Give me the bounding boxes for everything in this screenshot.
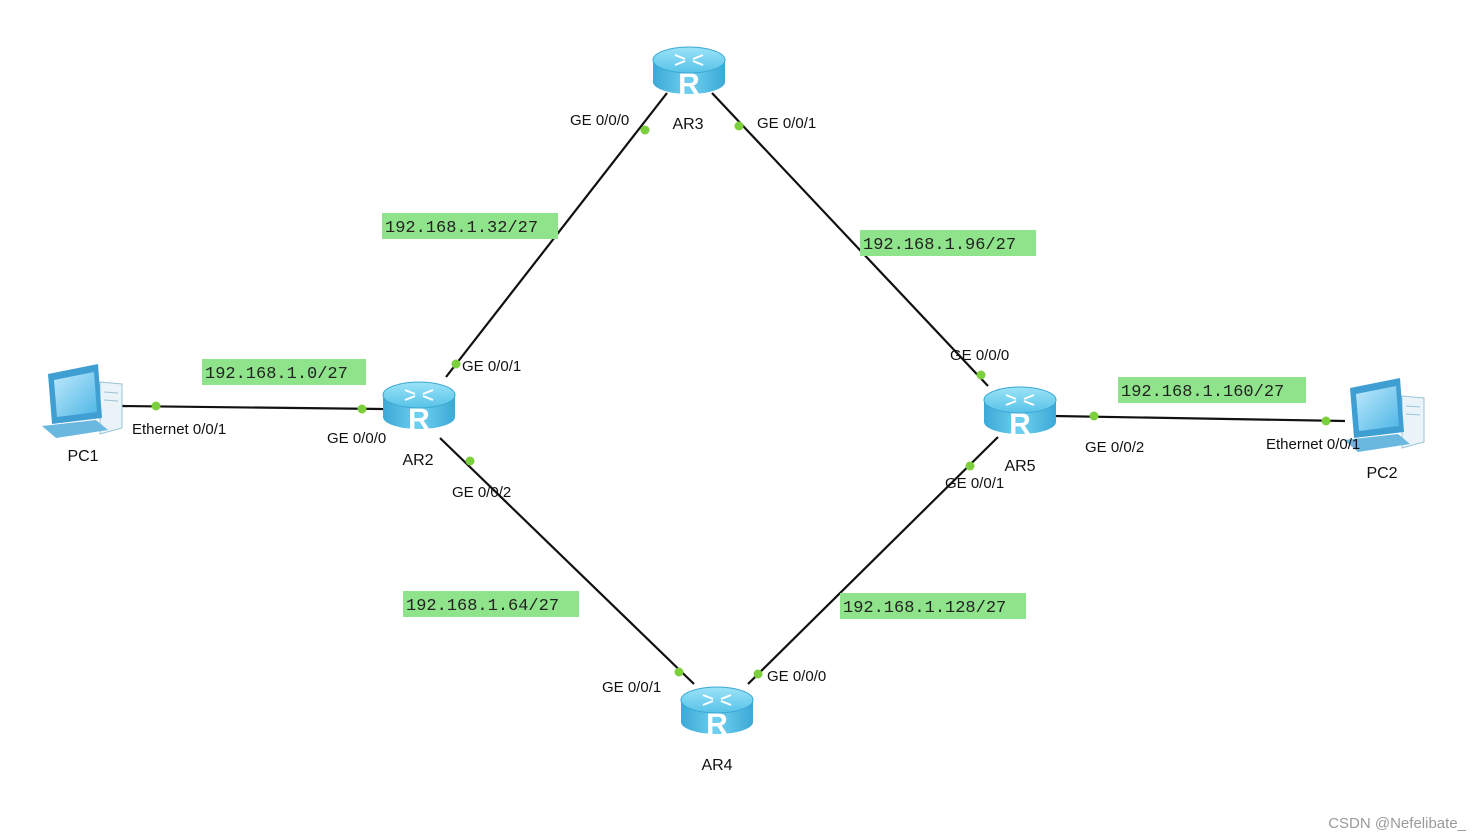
subnet-label-pc1-ar2: 192.168.1.0/27	[202, 359, 366, 385]
port-dot	[1321, 416, 1331, 426]
pc-pc1[interactable]	[41, 363, 123, 439]
subnet-text: 192.168.1.160/27	[1121, 383, 1284, 402]
router-ar4[interactable]: R	[680, 686, 754, 741]
port-label-ar2-ge001: GE 0/0/1	[462, 358, 521, 375]
port-label-ar4-ge001: GE 0/0/1	[602, 679, 661, 696]
device-label-ar3: AR3	[672, 116, 703, 133]
device-label-pc2: PC2	[1366, 465, 1397, 482]
port-label-ar2-ge000: GE 0/0/0	[327, 430, 386, 447]
subnet-text: 192.168.1.128/27	[843, 599, 1006, 618]
port-label-ar5-ge002: GE 0/0/2	[1085, 439, 1144, 456]
port-dot	[674, 667, 684, 677]
subnet-label-ar2-ar3: 192.168.1.32/27	[382, 213, 558, 239]
subnet-text: 192.168.1.32/27	[385, 219, 538, 238]
port-dot	[357, 404, 367, 414]
port-dot	[965, 461, 975, 471]
subnet-label-ar3-ar5: 192.168.1.96/27	[860, 230, 1036, 256]
router-ar3[interactable]: R	[652, 46, 726, 101]
link-ar5-pc2	[1053, 414, 1346, 423]
router-ar5[interactable]: R	[983, 386, 1057, 441]
link-ar4-ar5	[747, 436, 999, 685]
port-label-ar4-ge000: GE 0/0/0	[767, 668, 826, 685]
router-glyph: R	[408, 403, 430, 436]
port-dot	[151, 401, 161, 411]
link-pc1-ar2	[119, 404, 384, 411]
port-label-pc1-eth: Ethernet 0/0/1	[132, 421, 226, 438]
port-dot	[1089, 411, 1099, 421]
subnet-label-ar2-ar4: 192.168.1.64/27	[403, 591, 579, 617]
link-ar3-ar5	[711, 92, 989, 387]
watermark: CSDN @Nefelibate_	[1328, 815, 1466, 832]
device-label-ar2: AR2	[402, 452, 433, 469]
port-label-ar3-ge001: GE 0/0/1	[757, 115, 816, 132]
port-label-ar3-ge000: GE 0/0/0	[570, 112, 629, 129]
subnet-text: 192.168.1.64/27	[406, 597, 559, 616]
link-ar2-ar4	[439, 437, 695, 685]
device-label-ar4: AR4	[701, 757, 732, 774]
router-ar2[interactable]: R	[382, 381, 456, 436]
router-glyph: R	[706, 708, 728, 741]
router-glyph: R	[678, 68, 700, 101]
port-label-ar5-ge000: GE 0/0/0	[950, 347, 1009, 364]
subnet-text: 192.168.1.0/27	[205, 365, 348, 384]
port-label-pc2-eth: Ethernet 0/0/1	[1266, 436, 1360, 453]
subnet-label-ar5-pc2: 192.168.1.160/27	[1118, 377, 1306, 403]
port-dot	[753, 669, 763, 679]
port-dot	[451, 359, 461, 369]
pc-icon	[41, 363, 123, 439]
port-dot	[465, 456, 475, 466]
device-label-pc1: PC1	[67, 448, 98, 465]
port-label-ar5-ge001: GE 0/0/1	[945, 475, 1004, 492]
subnet-text: 192.168.1.96/27	[863, 236, 1016, 255]
port-dot	[640, 125, 650, 135]
subnet-label-ar4-ar5: 192.168.1.128/27	[840, 593, 1026, 619]
port-dot	[976, 370, 986, 380]
port-label-ar2-ge002: GE 0/0/2	[452, 484, 511, 501]
router-glyph: R	[1009, 408, 1031, 441]
device-label-ar5: AR5	[1004, 458, 1035, 475]
port-dot	[734, 121, 744, 131]
